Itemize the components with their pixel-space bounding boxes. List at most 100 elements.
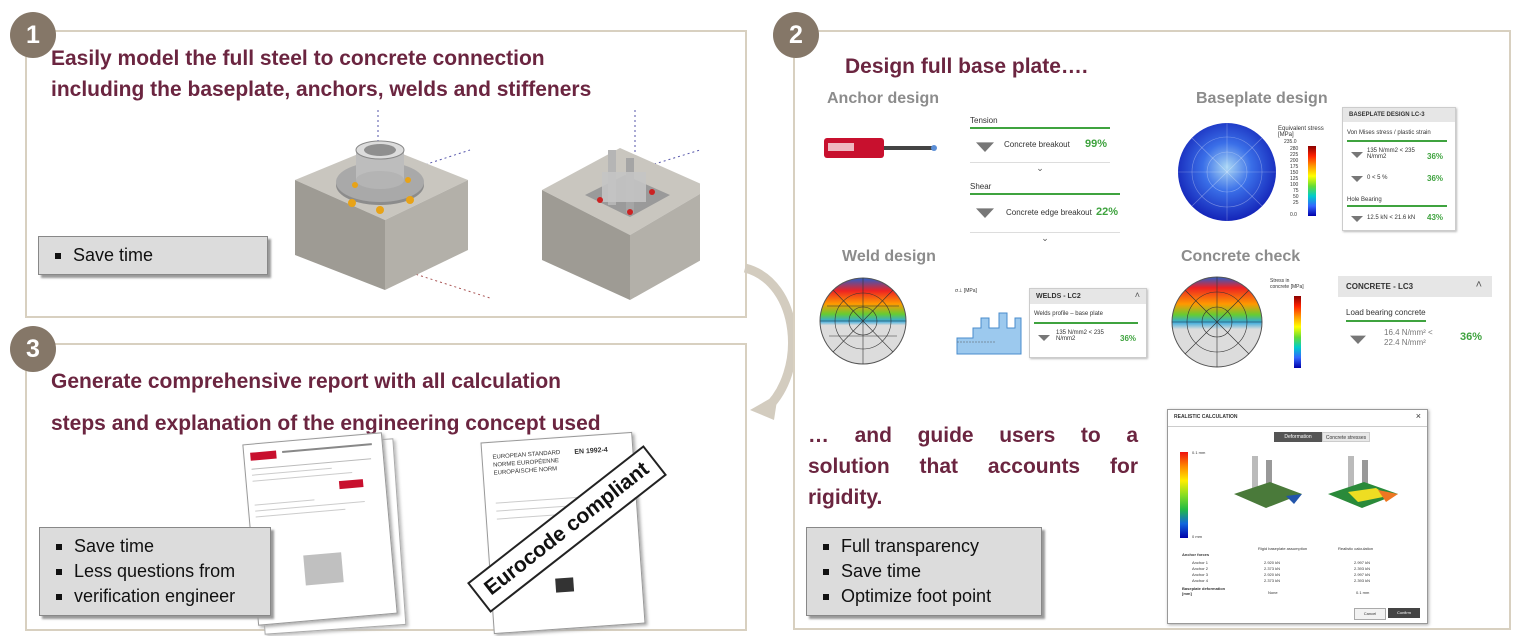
legend-value: 200 — [1290, 158, 1299, 164]
row-text: 16.4 N/mm² < — [1384, 328, 1433, 337]
shear-icon — [976, 208, 994, 218]
row-value-real: 2.393 kN — [1354, 566, 1371, 571]
weld-design-title: Weld design — [842, 248, 936, 265]
row-text: 22.4 N/mm² — [1384, 338, 1426, 347]
legend-value: 100 — [1290, 182, 1299, 188]
cancel-button[interactable]: Cancel — [1354, 608, 1386, 620]
row-value: 36% — [1120, 334, 1137, 343]
close-icon[interactable]: × — [1415, 411, 1421, 421]
expand-chevron[interactable]: ⌄ — [970, 162, 1110, 173]
dialog-divider — [1168, 426, 1427, 427]
anchor-illustration — [824, 138, 937, 158]
concrete-card: CONCRETE - LC3 ˄ Load bearing concrete 1… — [1338, 276, 1492, 356]
baseplate-design-title: Baseplate design — [1196, 90, 1328, 107]
bullet: Save time — [49, 243, 257, 268]
row-value-rigid: 2.920 kN — [1264, 560, 1281, 565]
tension-bar — [970, 127, 1110, 129]
legend-value: 75 — [1293, 188, 1299, 194]
bullet: Optimize foot point — [817, 584, 1031, 609]
row-label: Anchor 1 — [1192, 560, 1209, 565]
legend-value: 280 — [1290, 146, 1299, 152]
card-title: WELDS - LC2 — [1030, 289, 1146, 304]
tension-label: Tension — [970, 116, 998, 125]
bullet: Less questions from — [50, 559, 260, 584]
step2-benefits: Full transparency Save time Optimize foo… — [806, 527, 1042, 616]
bullet: Save time — [50, 534, 260, 559]
step2-body-line3: rigidity. — [808, 486, 883, 509]
row-label: Anchor 4 — [1192, 578, 1209, 583]
rigid-deformation-model — [1234, 456, 1302, 508]
collapse-chevron[interactable]: ˄ — [1475, 279, 1482, 291]
step-badge-2: 2 — [773, 12, 819, 58]
tab-concrete-stresses[interactable]: Concrete stresses — [1322, 432, 1370, 442]
section-label: Load bearing concrete — [1346, 308, 1426, 317]
section-label: Hole Bearing — [1347, 197, 1382, 203]
shear-bar — [970, 193, 1120, 195]
weld-axis-label: σ⊥ [MPa] — [955, 288, 977, 294]
step2-heading: Design full base plate…. — [845, 55, 1088, 78]
baseplate-design-card: BASEPLATE DESIGN LC-3 Von Mises stress /… — [1342, 107, 1456, 231]
shear-item: Concrete edge breakout — [1006, 208, 1092, 217]
dialog-title: REALISTIC CALCULATION — [1174, 414, 1238, 420]
legend-top: 0.1 mm — [1192, 450, 1206, 455]
collapse-chevron[interactable]: ˄ — [1134, 290, 1140, 300]
stress-legend-title: Equivalent stress [MPa] — [1278, 126, 1324, 138]
weld-card: WELDS - LC2 ˄ Welds profile – base plate… — [1029, 288, 1147, 358]
row-text: 135 N/mm2 < 235 N/mm2 — [1056, 330, 1104, 342]
tension-icon — [976, 142, 994, 152]
section-bar — [1347, 140, 1447, 142]
step2-body-line2: solution that accounts for — [808, 455, 1138, 478]
baseplate-stress-plot — [1178, 123, 1276, 221]
group-label: Anchor forces — [1182, 552, 1210, 557]
baseplate-model-illustration — [295, 110, 700, 300]
deformation-real: 0.1 mm — [1356, 590, 1370, 595]
bullet: Full transparency — [817, 534, 1031, 559]
section-bar — [1346, 320, 1426, 322]
concrete-stress-plot — [1171, 276, 1263, 368]
row-value: 43% — [1427, 213, 1444, 222]
hilti-logo — [250, 450, 277, 461]
row-value: 36% — [1460, 331, 1483, 343]
step2-body-line1: … and guide users to a — [808, 424, 1138, 447]
deformation-rigid: None — [1268, 590, 1278, 595]
shear-value: 22% — [1096, 206, 1119, 218]
check-icon — [1351, 216, 1363, 222]
expand-chevron[interactable]: ⌄ — [970, 232, 1120, 243]
legend-value: 0.0 — [1290, 212, 1297, 218]
check-icon — [1351, 176, 1363, 182]
legend-value: 25 — [1293, 200, 1299, 206]
legend-value: 150 — [1290, 170, 1299, 176]
realistic-calculation-dialog: REALISTIC CALCULATION × Deformation Conc… — [1167, 409, 1428, 624]
legend-value: 125 — [1290, 176, 1299, 182]
row-value: 36% — [1427, 174, 1444, 183]
row-text: 12.5 kN < 21.6 kN — [1367, 215, 1416, 221]
tension-item: Concrete breakout — [1004, 140, 1070, 149]
check-icon — [1350, 335, 1366, 344]
row-text: 0 < 5 % — [1367, 175, 1388, 181]
section-label: Welds profile – base plate — [1034, 311, 1103, 317]
bullet: Save time — [817, 559, 1031, 584]
weld-stress-plot — [819, 277, 907, 365]
section-bar — [1034, 322, 1138, 324]
step-badge-3: 3 — [10, 326, 56, 372]
tab-deformation[interactable]: Deformation — [1274, 432, 1322, 442]
section-label: Von Mises stress / plastic strain — [1347, 130, 1431, 136]
step3-benefits: Save time Less questions from verificati… — [39, 527, 271, 616]
card-title: CONCRETE - LC3 — [1338, 276, 1492, 297]
bullet-continuation: verification engineer — [50, 584, 260, 609]
legend-value: 50 — [1293, 194, 1299, 200]
check-icon — [1351, 152, 1363, 158]
check-icon — [1038, 335, 1050, 341]
stress-legend-bar — [1308, 146, 1316, 216]
row-value-rigid: 2.920 kN — [1264, 572, 1281, 577]
step1-benefits: Save time — [38, 236, 268, 275]
row-value-rigid: 2.373 kN — [1264, 566, 1281, 571]
card-title: BASEPLATE DESIGN LC-3 — [1343, 108, 1455, 122]
legend-value: 225 — [1290, 152, 1299, 158]
shear-label: Shear — [970, 182, 992, 191]
confirm-button[interactable]: Confirm — [1388, 608, 1420, 618]
weld-profile-chart — [956, 312, 1022, 355]
flow-arrow — [743, 263, 797, 420]
row-label: Anchor 2 — [1192, 566, 1209, 571]
row-text: 135 N/mm2 < 235 N/mm2 — [1367, 148, 1415, 160]
